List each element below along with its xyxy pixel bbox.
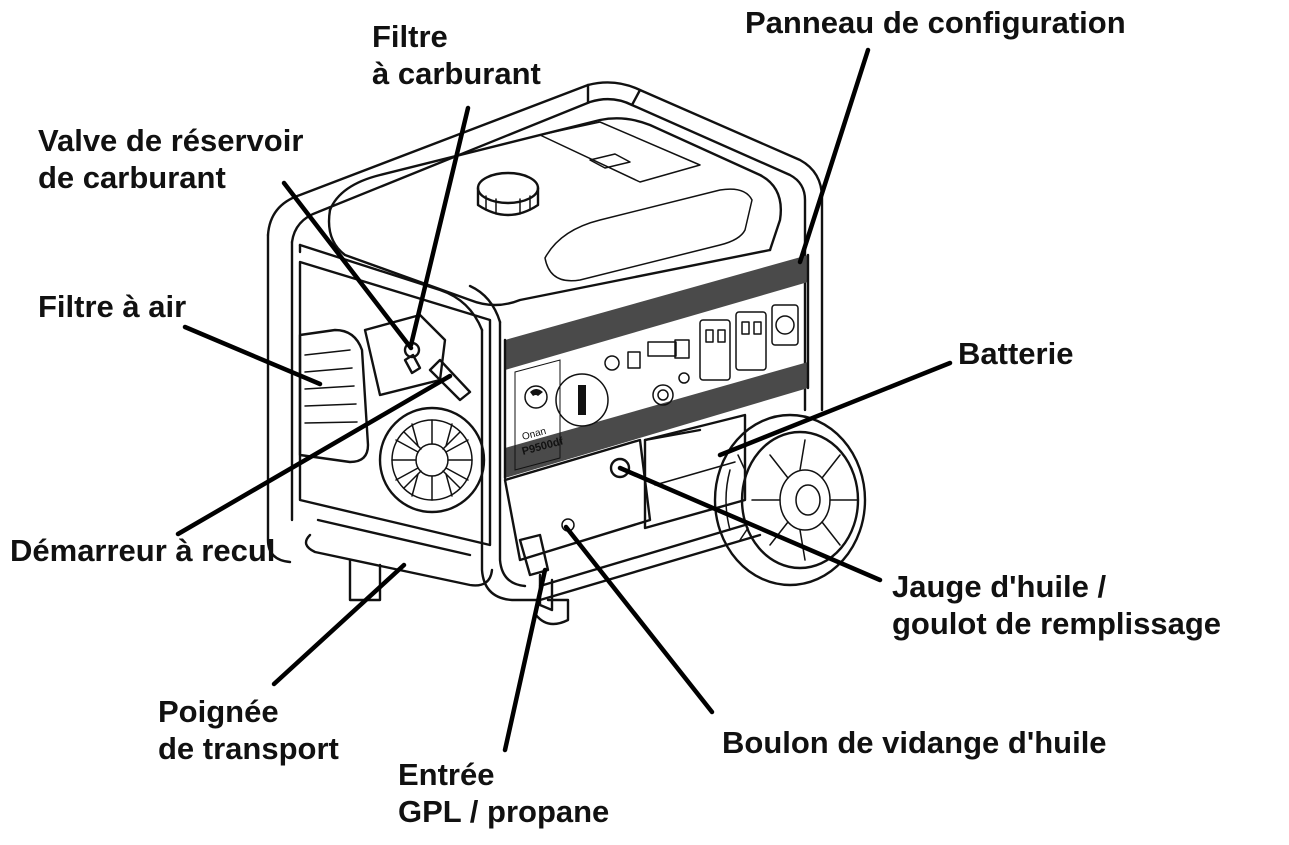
label-fuel-tank-valve: Valve de réservoir de carburant bbox=[38, 123, 304, 195]
engine bbox=[298, 260, 652, 626]
fuel-tank bbox=[327, 117, 782, 307]
label-oil-dipstick: Jauge d'huile / goulot de remplissage bbox=[892, 569, 1222, 641]
control-panel: Onan P9500df bbox=[503, 253, 810, 480]
leader-control-panel bbox=[797, 47, 871, 265]
leader-carry-handle bbox=[271, 562, 407, 687]
label-air-filter: Filtre à air bbox=[38, 289, 187, 324]
leader-lines bbox=[175, 47, 953, 753]
generator-frame bbox=[266, 81, 824, 602]
leader-air-filter bbox=[182, 324, 323, 387]
leader-oil-drain-bolt bbox=[563, 524, 715, 715]
label-lpg-inlet: Entrée GPL / propane bbox=[398, 757, 610, 829]
leader-fuel-tank-valve bbox=[281, 180, 414, 351]
leader-lpg-inlet bbox=[502, 567, 548, 753]
label-oil-drain-bolt: Boulon de vidange d'huile bbox=[722, 725, 1107, 760]
wheel bbox=[713, 413, 867, 587]
label-carry-handle: Poignée de transport bbox=[158, 694, 339, 766]
label-fuel-filter: Filtre à carburant bbox=[372, 19, 541, 91]
label-recoil-starter: Démarreur à recul bbox=[10, 533, 276, 568]
leader-fuel-filter bbox=[408, 105, 471, 348]
label-battery: Batterie bbox=[958, 336, 1074, 371]
leader-recoil-starter bbox=[175, 373, 453, 537]
leader-oil-dipstick bbox=[617, 465, 883, 583]
leader-battery bbox=[717, 360, 953, 458]
label-control-panel: Panneau de configuration bbox=[745, 5, 1126, 40]
carry-handle-art bbox=[304, 518, 494, 602]
